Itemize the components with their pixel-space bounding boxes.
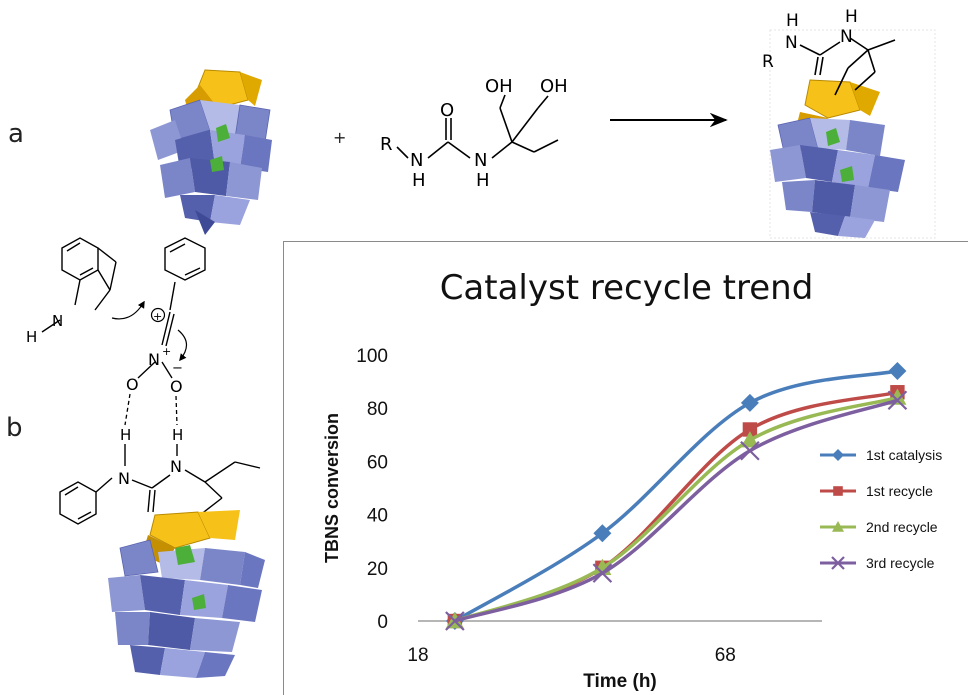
product-h2-label: H — [845, 7, 858, 27]
reagent-h1-label: H — [412, 170, 426, 191]
plus-sign: + — [333, 128, 346, 147]
reagent-n1-label: N — [410, 150, 423, 171]
indole-h-label: H — [26, 328, 37, 346]
legend-label: 2nd recycle — [866, 519, 938, 535]
legend-marker — [832, 521, 844, 532]
reagent-oxygen-label: O — [440, 100, 454, 121]
legend-marker — [832, 449, 844, 461]
data-point — [592, 563, 613, 583]
y-tick-label: 80 — [367, 399, 388, 420]
hbond-h2-label: H — [172, 426, 183, 444]
product-frame — [769, 29, 936, 239]
electron-arrow-2 — [177, 329, 188, 362]
reagent-r-label: R — [380, 134, 393, 155]
y-axis-label: TBNS conversion — [322, 413, 342, 563]
reagent-oh1-label: OH — [485, 76, 513, 97]
indole-n-label: N — [52, 312, 63, 330]
legend-label: 1st catalysis — [866, 447, 942, 463]
legend-label: 1st recycle — [866, 483, 933, 499]
data-point — [888, 361, 907, 380]
data-point — [445, 611, 465, 631]
legend-marker — [833, 486, 843, 496]
legend-marker — [831, 556, 845, 570]
series-line — [454, 390, 898, 623]
reagent-oh2-label: OH — [540, 76, 568, 97]
x-tick-label: 18 — [407, 645, 428, 666]
data-point — [887, 390, 908, 410]
polyoxometalate-cluster-mechanism — [108, 510, 265, 678]
y-tick-label: 60 — [367, 452, 388, 473]
y-tick-label: 20 — [367, 559, 388, 580]
y-tick-label: 40 — [367, 506, 388, 527]
polyoxometalate-cluster-product — [770, 79, 905, 238]
data-point — [740, 393, 759, 412]
oxygen-2-label: O — [170, 377, 183, 396]
chart-panel — [283, 241, 968, 695]
x-tick-label: 68 — [715, 645, 736, 666]
carbocation-plus: + — [153, 310, 162, 323]
product-ligand — [799, 37, 896, 96]
panel-label-a: a — [8, 119, 24, 149]
nitro-minus-label: − — [172, 361, 183, 376]
nitro-plus-label: + — [162, 345, 171, 358]
x-axis-label: Time (h) — [583, 671, 657, 692]
series-line — [453, 369, 898, 623]
urea-n2-label: N — [170, 457, 182, 476]
data-point — [740, 431, 759, 448]
data-point — [740, 440, 760, 461]
indole-structure — [41, 237, 117, 333]
ligand-structure — [59, 444, 261, 525]
oxygen-1-label: O — [126, 375, 139, 394]
reagent-n2-label: N — [474, 150, 487, 171]
series-line — [454, 398, 898, 623]
panel-label-b: b — [6, 413, 23, 443]
nitro-n-label: N — [148, 350, 160, 369]
legend-label: 3rd recycle — [866, 555, 935, 571]
series-line — [454, 395, 898, 623]
product-n2-label: N — [840, 27, 853, 47]
data-point — [593, 524, 612, 543]
nitrostyrene-structure — [137, 237, 206, 379]
urea-n1-label: N — [118, 469, 130, 488]
product-r-label: R — [762, 52, 774, 72]
reagent-h2-label: H — [476, 170, 490, 191]
polyoxometalate-cluster-reactant — [150, 69, 272, 235]
electron-arrow-1 — [111, 300, 145, 320]
product-h1-label: H — [786, 11, 799, 31]
hydrogen-bonds — [124, 393, 178, 426]
chart-title: Catalyst recycle trend — [439, 268, 814, 308]
carbocation-circle — [150, 307, 166, 323]
reagent-structure — [396, 94, 559, 159]
product-n1-label: N — [785, 33, 798, 53]
y-tick-label: 100 — [356, 346, 388, 367]
data-point — [742, 422, 758, 437]
hbond-h1-label: H — [120, 426, 131, 444]
y-tick-label: 0 — [377, 612, 388, 633]
